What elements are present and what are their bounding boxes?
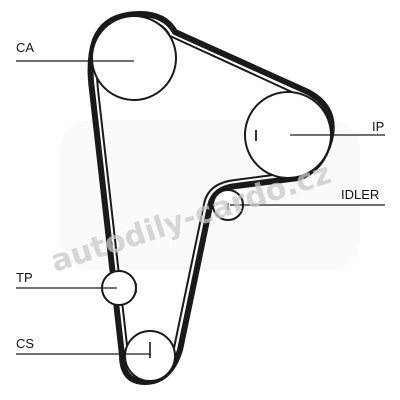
cs-label: CS [16,336,34,351]
ca-pulley [91,15,177,101]
ca-label: CA [16,40,34,55]
timing-belt [87,11,335,385]
tp-label: TP [16,270,33,285]
idler-label: IDLER [341,187,379,202]
ip-label: IP [372,119,384,134]
